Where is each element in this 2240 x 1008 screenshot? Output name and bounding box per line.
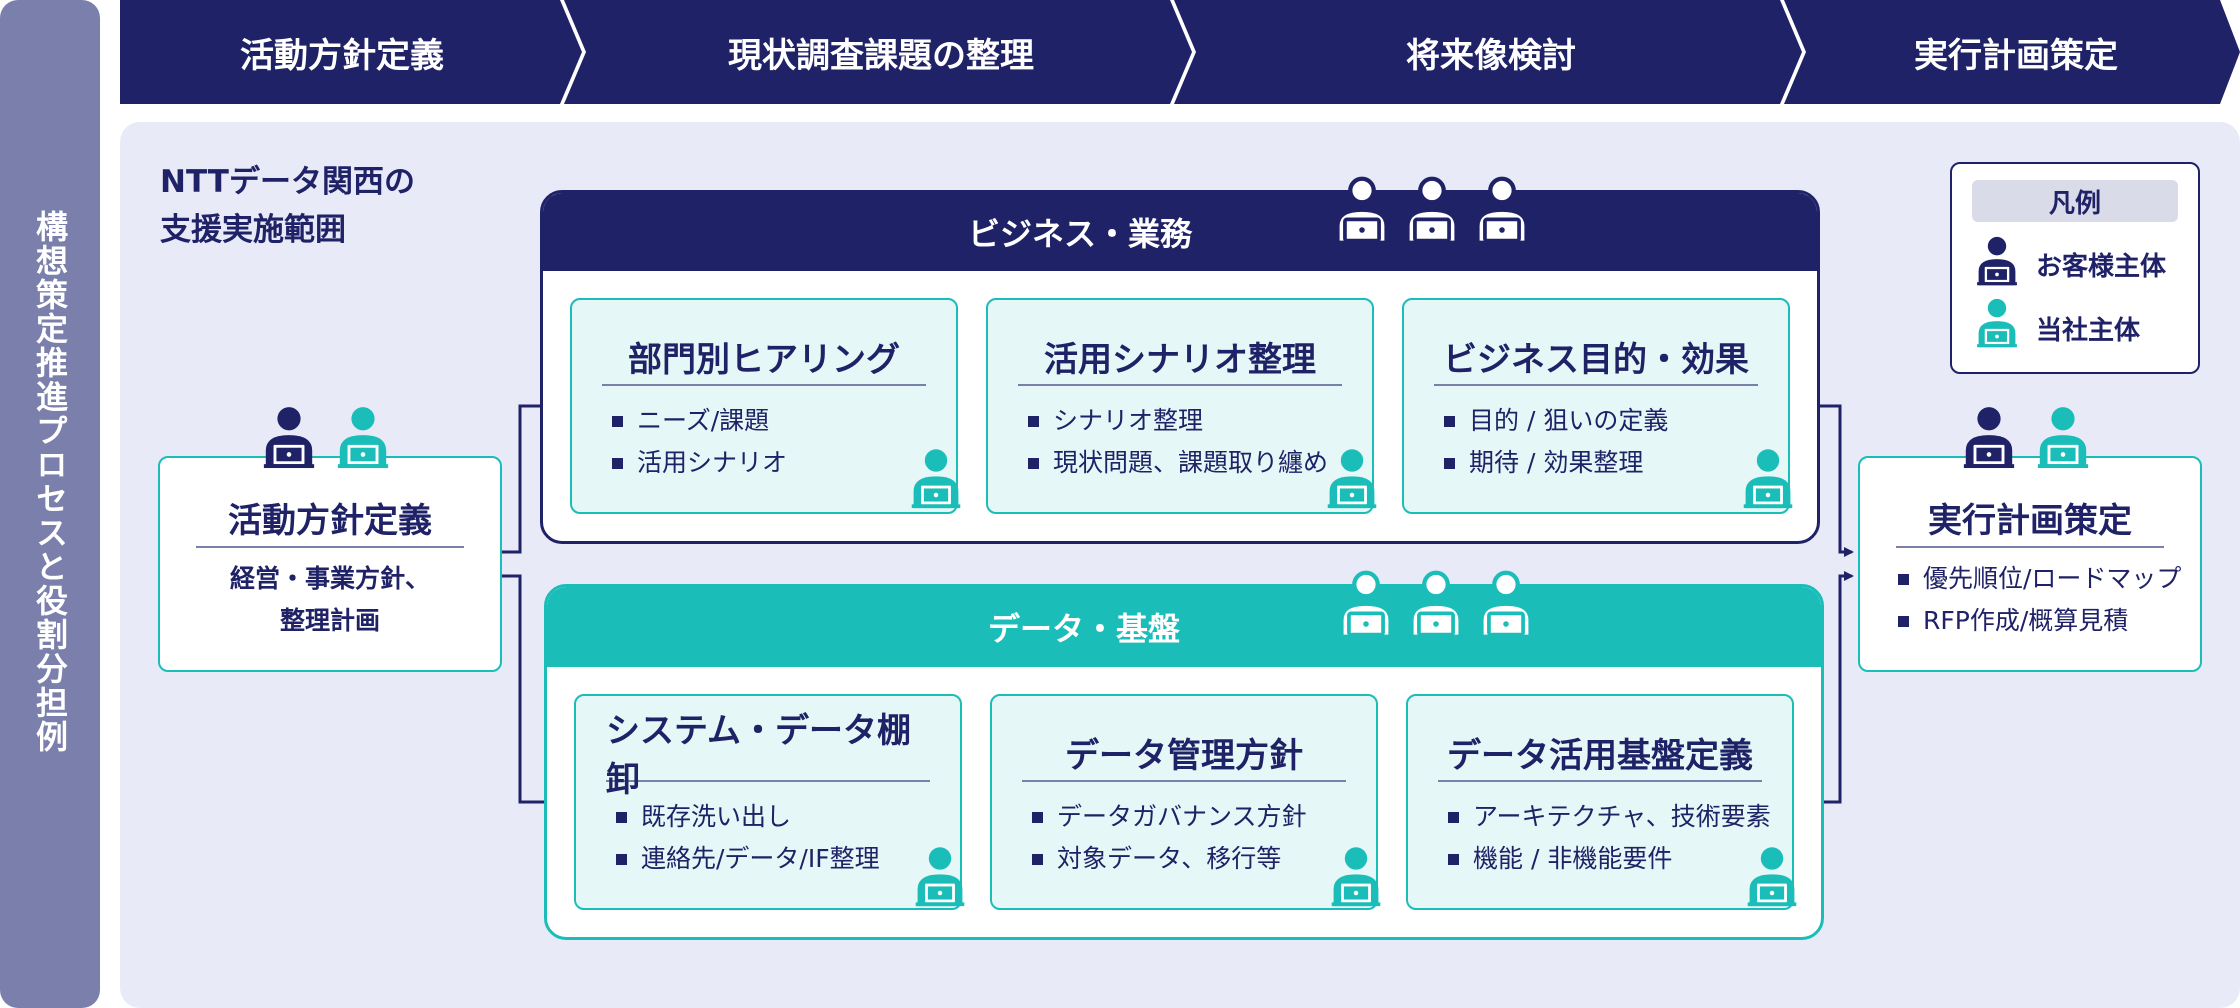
card-bullet: 対象データ、移行等 <box>1032 838 1307 880</box>
card-bullet: シナリオ整理 <box>1028 400 1328 442</box>
legend-title: 凡例 <box>1972 180 2178 222</box>
card-title: ビジネス目的・効果 <box>1434 328 1758 386</box>
card-bullet: 既存洗い出し <box>616 796 880 838</box>
card-bullet: 活用シナリオ <box>612 442 787 484</box>
legend-customer-label: お客様主体 <box>2036 252 2167 282</box>
phase-3-label: 将来像検討 <box>1406 35 1576 76</box>
business-card-purpose: ビジネス目的・効果 目的 / 狙いの定義 期待 / 効果整理 <box>1402 298 1790 514</box>
business-group-title: ビジネス・業務 <box>967 215 1192 253</box>
card-bullet: アーキテクチャ、技術要素 <box>1448 796 1771 838</box>
company-person-icon <box>915 847 965 907</box>
company-person-icon <box>911 449 961 509</box>
legend-company-label: 当社主体 <box>2036 316 2141 346</box>
card-bullet: 現状問題、課題取り纏め <box>1028 442 1328 484</box>
card-title: データ活用基盤定義 <box>1438 724 1762 782</box>
phase-bar: 活動方針定義 現状調査課題の整理 将来像検討 実行計画策定 <box>120 0 2240 104</box>
sidebar-label: 構想策定推進プロセスと役割分担例 <box>31 210 69 754</box>
phase-1-label: 活動方針定義 <box>240 35 444 76</box>
scope-title-line-1: NTTデータ関西の <box>160 164 415 200</box>
business-group-person-icon-1 <box>1330 176 1394 252</box>
data-group-title: データ・基盤 <box>987 610 1180 648</box>
data-group-person-icon-2 <box>1404 570 1468 646</box>
data-group-person-icon-1 <box>1334 570 1398 646</box>
data-card-management: データ管理方針 データガバナンス方針 対象データ、移行等 <box>990 694 1378 910</box>
scope-title: NTTデータ関西の 支援実施範囲 <box>160 158 480 254</box>
business-group-person-icon-3 <box>1470 176 1534 252</box>
right-box-plan: 実行計画策定 優先順位/ロードマップ RFP作成/概算見積 <box>1858 456 2202 672</box>
sidebar <box>0 0 100 1008</box>
company-person-icon <box>2037 407 2089 469</box>
left-box-policy: 活動方針定義 経営・事業方針、 整理計画 <box>158 456 502 672</box>
business-group-header: ビジネス・業務 <box>543 193 1817 271</box>
card-bullet: 目的 / 狙いの定義 <box>1444 400 1668 442</box>
card-title: データ管理方針 <box>1022 724 1346 782</box>
scope-title-line-2: 支援実施範囲 <box>160 212 346 248</box>
right-box-bullet: RFP作成/概算見積 <box>1898 600 2181 642</box>
right-box-bullet: 優先順位/ロードマップ <box>1898 558 2181 600</box>
phase-4-label: 実行計画策定 <box>1914 35 2118 76</box>
company-person-icon <box>1331 847 1381 907</box>
card-bullet: 機能 / 非機能要件 <box>1448 838 1771 880</box>
company-person-icon <box>1747 847 1797 907</box>
data-card-inventory: システム・データ棚卸 既存洗い出し 連絡先/データ/IF整理 <box>574 694 962 910</box>
right-box-title: 実行計画策定 <box>1896 488 2164 548</box>
data-group-header: データ・基盤 <box>547 587 1821 667</box>
data-card-platform: データ活用基盤定義 アーキテクチャ、技術要素 機能 / 非機能要件 <box>1406 694 1794 910</box>
left-box-desc-line-1: 経営・事業方針、 <box>229 564 430 593</box>
business-card-hearing: 部門別ヒアリング ニーズ/課題 活用シナリオ <box>570 298 958 514</box>
left-box-desc: 経営・事業方針、 整理計画 <box>160 558 500 642</box>
card-title: 部門別ヒアリング <box>602 328 926 386</box>
left-box-desc-line-2: 整理計画 <box>279 606 380 635</box>
card-bullet: 連絡先/データ/IF整理 <box>616 838 880 880</box>
card-bullet: データガバナンス方針 <box>1032 796 1307 838</box>
left-box-title: 活動方針定義 <box>196 488 464 548</box>
phase-2-label: 現状調査課題の整理 <box>728 35 1034 76</box>
card-title: システム・データ棚卸 <box>606 711 930 800</box>
business-group-person-icon-2 <box>1400 176 1464 252</box>
customer-person-icon <box>1963 407 2015 469</box>
card-bullet: 期待 / 効果整理 <box>1444 442 1668 484</box>
card-title: 活用シナリオ整理 <box>1018 328 1342 386</box>
data-group-person-icon-3 <box>1474 570 1538 646</box>
company-person-icon <box>1327 449 1377 509</box>
company-person-icon <box>337 407 389 469</box>
customer-person-icon <box>263 407 315 469</box>
card-bullet: ニーズ/課題 <box>612 400 787 442</box>
company-person-icon <box>1743 449 1793 509</box>
business-card-scenario: 活用シナリオ整理 シナリオ整理 現状問題、課題取り纏め <box>986 298 1374 514</box>
